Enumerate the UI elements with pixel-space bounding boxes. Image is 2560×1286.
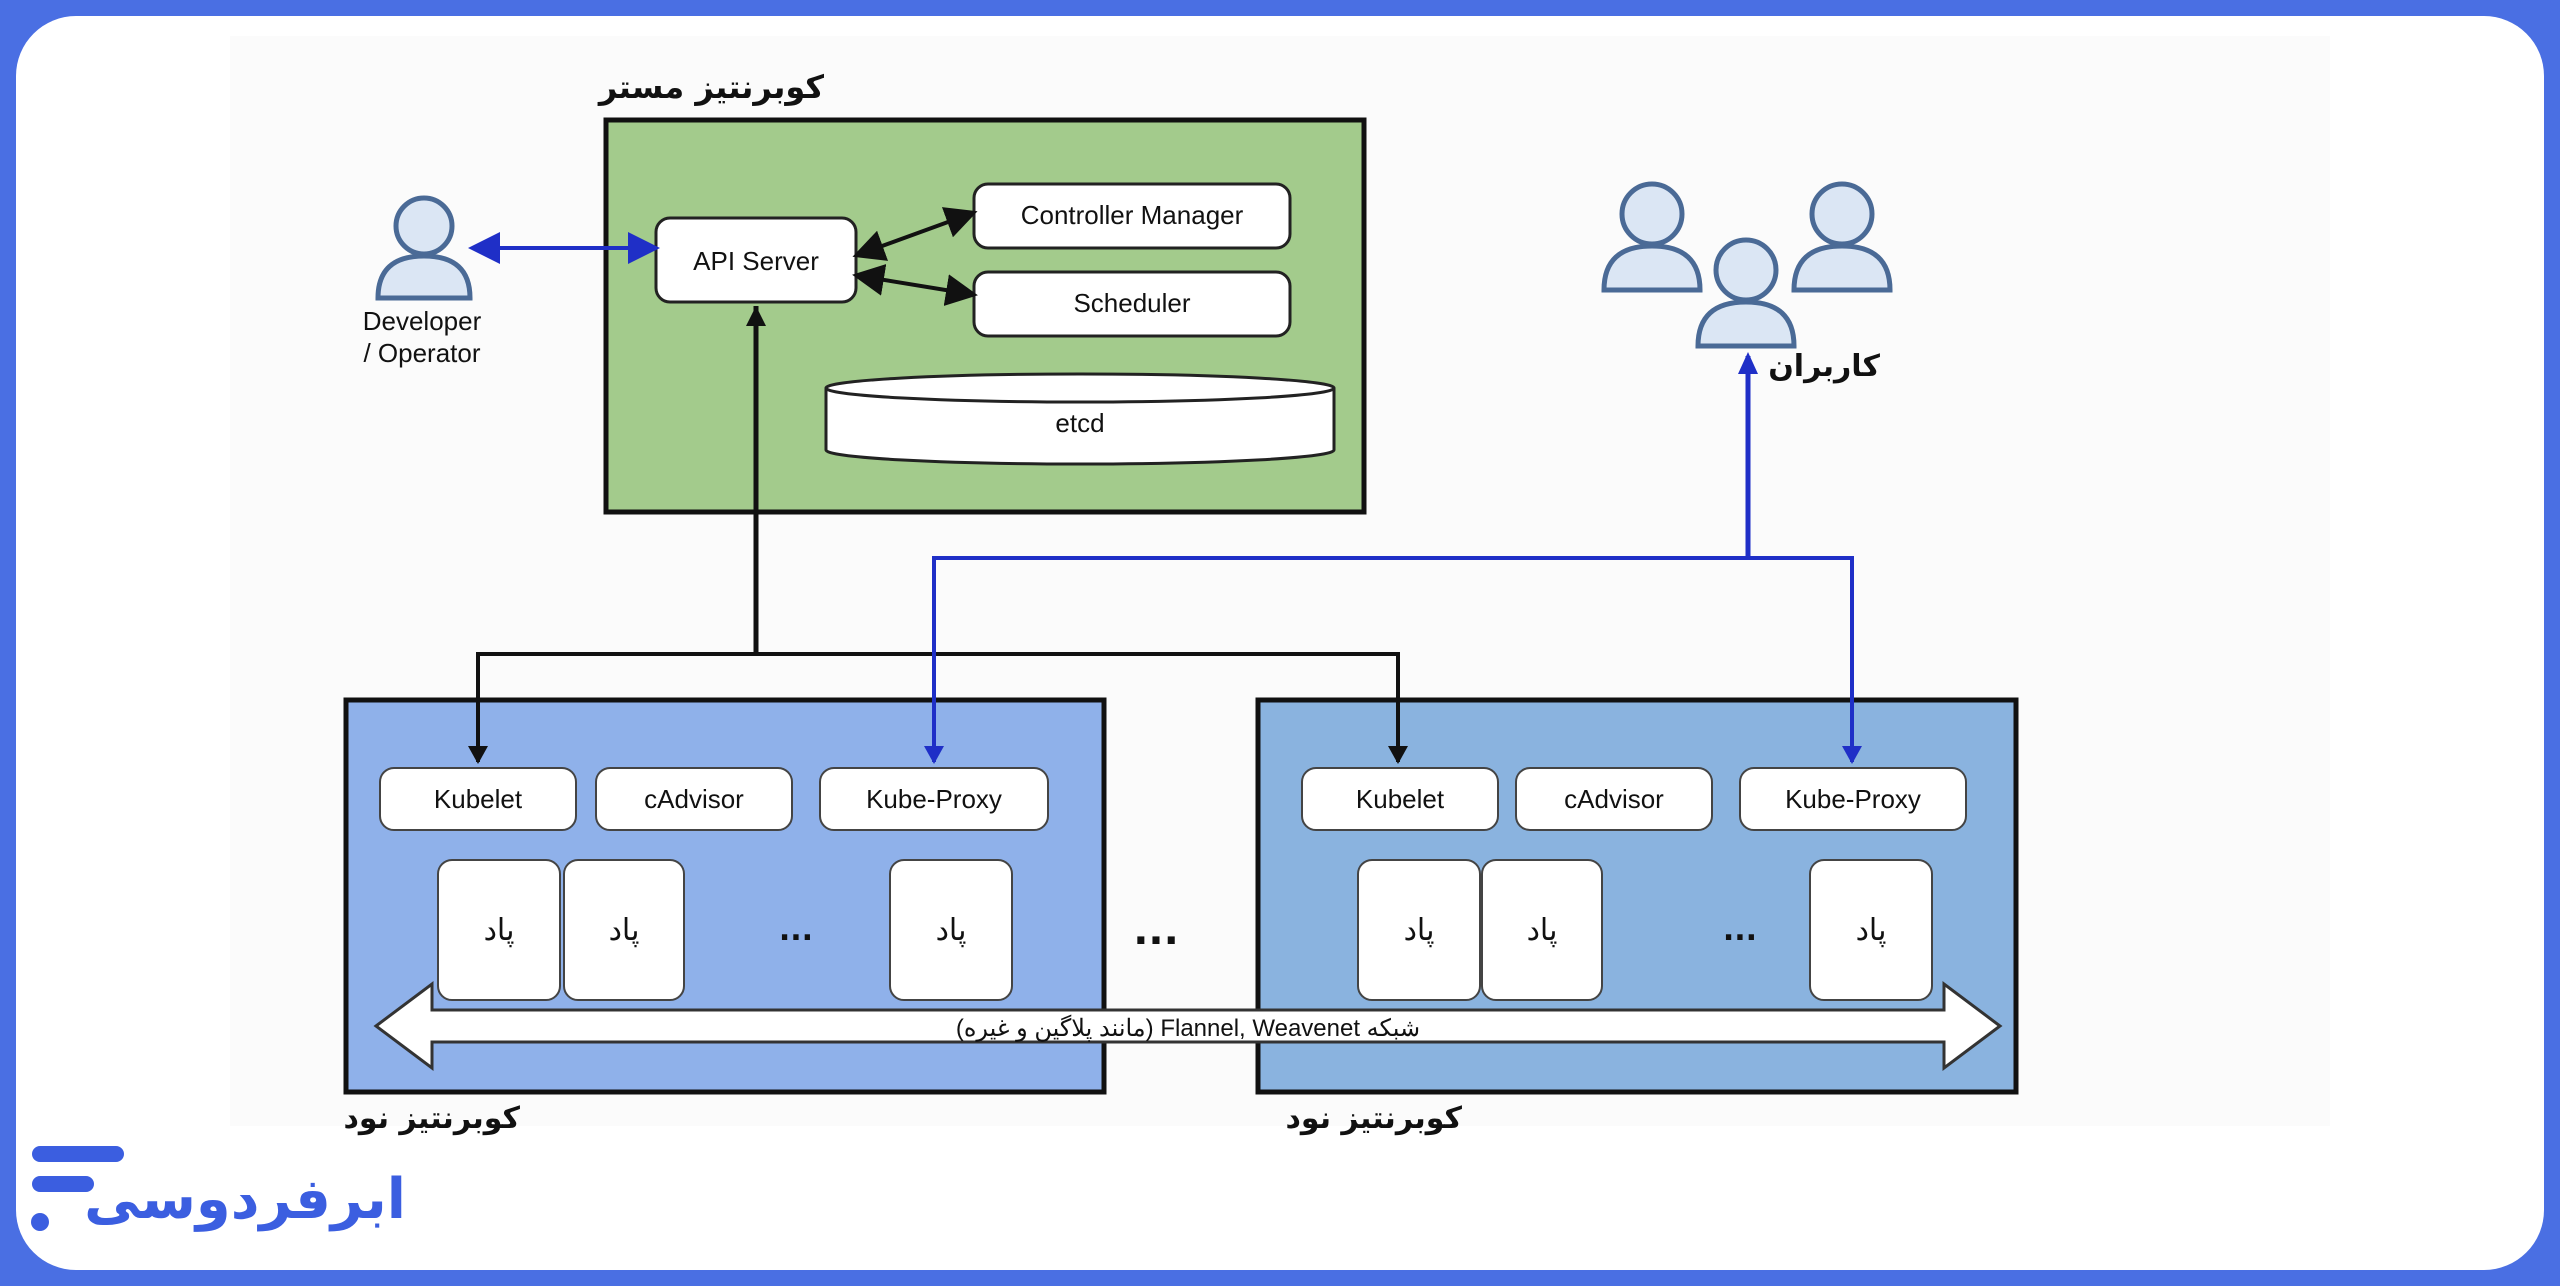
node-2-cadvisor-label: cAdvisor <box>1564 784 1664 814</box>
node-1-kubelet-arrowhead <box>468 746 488 764</box>
api-scheduler-arrow <box>852 264 978 306</box>
node-2-title: کوبرنتیز نود <box>1285 1101 1462 1136</box>
etcd-database-icon <box>824 372 1336 466</box>
node-1-kube-proxy-arrowhead <box>924 746 944 764</box>
nodes-ellipsis: ... <box>1133 908 1179 954</box>
node-2-kube-proxy-label: Kube-Proxy <box>1785 784 1921 814</box>
api-controller-arrow <box>852 207 978 261</box>
node-2-kubelet-arrowhead <box>1388 746 1408 764</box>
api-up-arrowhead <box>746 306 766 326</box>
users-label: کاربران <box>1768 349 1880 384</box>
etcd-label: etcd <box>1055 408 1104 438</box>
brand-logo-icon <box>31 1146 124 1231</box>
node-2-pod-label: پاد <box>1404 913 1435 948</box>
node-2-kubelet-box <box>1301 767 1499 831</box>
node-2-kubelet-label: Kubelet <box>1356 784 1445 814</box>
users-kube-proxy-connector <box>932 556 1854 762</box>
node-1-pod-box <box>563 859 685 1001</box>
node-2-kube-proxy-arrowhead <box>1842 746 1862 764</box>
network-double-arrow <box>373 981 2003 1071</box>
users-up-arrowhead <box>1738 352 1758 374</box>
master-title: کوبرنتیز مستر <box>597 68 825 106</box>
brand-name: ابرفردوسی <box>84 1167 406 1232</box>
node-2-pod-box <box>1357 859 1481 1001</box>
node-1-kube-proxy-label: Kube-Proxy <box>866 784 1002 814</box>
node-1-title: کوبرنتیز نود <box>343 1101 520 1136</box>
node-2-pod-label: پاد <box>1527 913 1558 948</box>
node-1-pod-box <box>889 859 1013 1001</box>
node-2-pod-box <box>1809 859 1933 1001</box>
network-label: شبکه Flannel, Weavenet (مانند پلاگین و غ… <box>956 1014 1420 1042</box>
node-2-pod-box <box>1481 859 1603 1001</box>
developer-label-line1: Developer <box>363 306 482 336</box>
node-1-cadvisor-box <box>595 767 793 831</box>
api-kubelet-connector <box>476 652 1400 762</box>
node-1-pod-box <box>437 859 561 1001</box>
users-group-icon <box>1601 181 1893 349</box>
developer-person-icon <box>375 195 473 301</box>
node-1-pods-ellipsis: ... <box>779 913 813 948</box>
api-server-label: API Server <box>693 246 819 276</box>
node-1-pod-label: پاد <box>484 913 515 948</box>
node-1-cadvisor-label: cAdvisor <box>644 784 744 814</box>
node-1-kube-proxy-box <box>819 767 1049 831</box>
node-1-pod-label: پاد <box>609 913 640 948</box>
node-1-kubelet-label: Kubelet <box>434 784 523 814</box>
node-1-kubelet-box <box>379 767 577 831</box>
node-1-pod-label: پاد <box>936 913 967 948</box>
node-2-cadvisor-box <box>1515 767 1713 831</box>
controller-manager-label: Controller Manager <box>1021 200 1244 230</box>
developer-label-line2: / Operator <box>363 338 480 368</box>
scheduler-label: Scheduler <box>1073 288 1190 318</box>
node-2-pod-label: پاد <box>1856 913 1887 948</box>
node-2-kube-proxy-box <box>1739 767 1967 831</box>
node-2-pods-ellipsis: ... <box>1723 913 1757 948</box>
